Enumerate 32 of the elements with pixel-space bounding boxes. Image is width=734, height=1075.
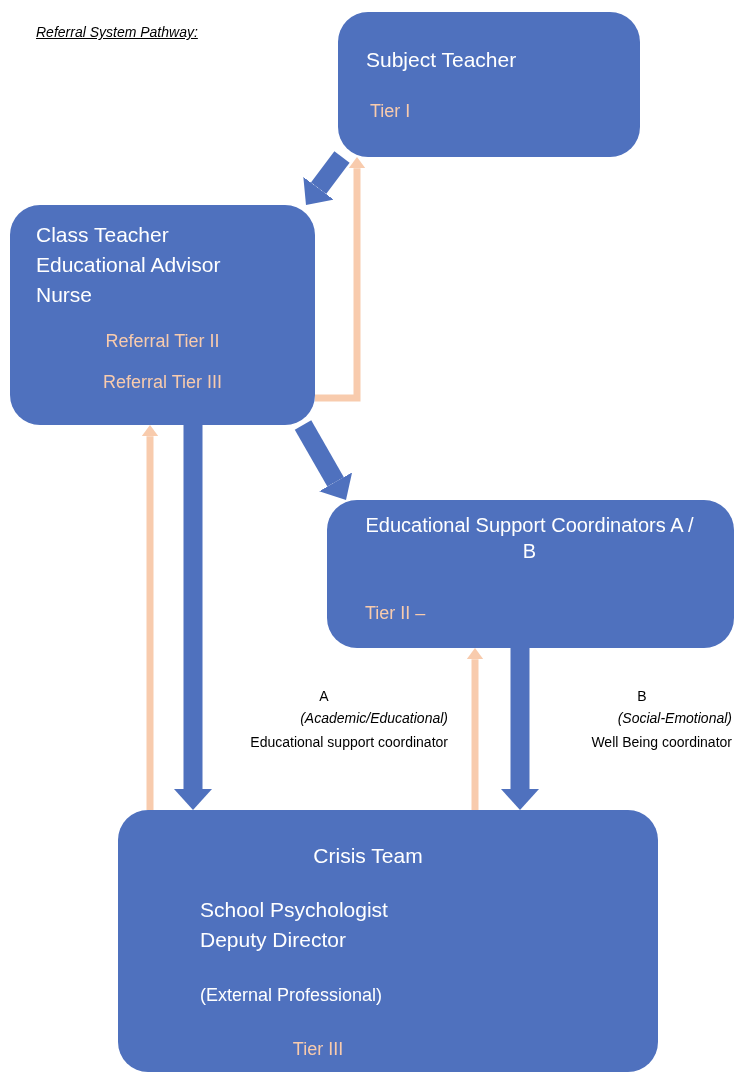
node-text: (External Professional) [200, 984, 384, 1007]
node-text: Class Teacher [36, 222, 170, 248]
block-arrow [303, 151, 350, 205]
block-arrow [174, 425, 212, 810]
rounded-box [10, 205, 315, 425]
block-arrow [501, 648, 539, 810]
note-text: (Social-Emotional) [616, 710, 732, 726]
tier-label: Referral Tier II [104, 330, 221, 353]
block-arrow [315, 157, 366, 402]
rounded-box [118, 810, 658, 1072]
note-text: (Academic/Educational) [299, 710, 448, 726]
rounded-box [338, 12, 640, 157]
node-text: Nurse [36, 282, 94, 308]
note-text: Well Being coordinator [590, 734, 732, 750]
rounded-box [327, 500, 734, 648]
block-arrow [141, 425, 159, 810]
node-text: Deputy Director [200, 927, 347, 953]
tier-label: Referral Tier III [102, 371, 223, 394]
note-text: A [318, 688, 330, 704]
note-text: B [636, 688, 648, 704]
node-text: Subject Teacher [366, 47, 518, 73]
tier-label: Tier II – [365, 602, 427, 625]
note-text: Educational support coordinator [249, 734, 448, 750]
node-text: Educational Advisor [36, 252, 222, 278]
block-arrow [294, 420, 353, 500]
tier-label: Tier III [291, 1038, 345, 1061]
tier-label: Tier I [370, 100, 412, 123]
node-text: Educational Support Coordinators A / B [364, 513, 695, 564]
block-arrow [466, 648, 484, 810]
diagram-title: Referral System Pathway: [36, 24, 198, 40]
node-text: School Psychologist [200, 897, 389, 923]
node-text: Crisis Team [312, 843, 424, 869]
